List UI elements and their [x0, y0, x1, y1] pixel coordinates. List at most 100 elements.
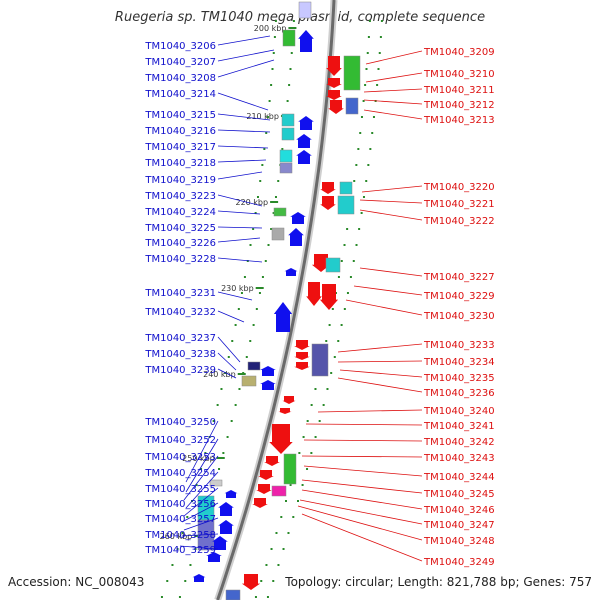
- lane-dot: [218, 468, 221, 470]
- lane-dot: [378, 52, 381, 54]
- lane-dot: [274, 20, 277, 22]
- lane-dot: [352, 260, 355, 262]
- lane-dot: [365, 180, 368, 182]
- lane-dot: [256, 196, 259, 198]
- leader-line-reverse: [353, 285, 423, 296]
- leader-line-forward: [185, 471, 219, 509]
- reverse-gene: [326, 90, 342, 100]
- topology-text: Topology: circular; Length: 821,788 bp; …: [285, 575, 592, 589]
- lane-dot: [310, 452, 313, 454]
- reverse-gene: [278, 408, 292, 414]
- lane-dot: [285, 500, 287, 502]
- lane-dot: [252, 228, 255, 230]
- gene-label-reverse: TM1040_3240: [423, 406, 495, 417]
- forward-gene: [218, 502, 234, 516]
- leader-line-forward: [217, 145, 269, 149]
- reverse-gene: [294, 352, 310, 360]
- gene-label-reverse: TM1040_3244: [423, 472, 495, 483]
- lane-dot: [249, 244, 252, 246]
- forward-gene: [212, 536, 228, 550]
- lane-dot: [265, 564, 268, 566]
- leader-line-reverse: [363, 99, 423, 105]
- gene-label-forward: TM1040_3253: [144, 452, 216, 463]
- reverse-gene: [294, 362, 310, 370]
- lane-dot: [263, 148, 266, 150]
- lane-dot: [318, 420, 321, 422]
- leader-line-reverse: [337, 377, 423, 393]
- reverse-gene: [320, 196, 336, 210]
- reverse-gene: [264, 456, 280, 466]
- lane-dot: [200, 468, 203, 470]
- lane-dot: [366, 52, 369, 54]
- lane-dot: [371, 132, 374, 134]
- forward-gene-block: [247, 361, 261, 371]
- leader-line-reverse: [301, 513, 423, 562]
- lane-dot: [337, 340, 340, 342]
- lane-dot: [238, 388, 241, 390]
- leader-line-forward: [217, 35, 271, 46]
- lane-dot: [292, 20, 295, 22]
- backbone-line: [216, 0, 336, 600]
- gene-label-reverse: TM1040_3248: [423, 536, 495, 547]
- gene-label-forward: TM1040_3215: [144, 110, 216, 121]
- lane-dot: [204, 452, 207, 454]
- lane-dot: [260, 580, 263, 582]
- leader-line-forward: [217, 159, 267, 163]
- gene-label-forward: TM1040_3237: [144, 333, 216, 344]
- gene-label-reverse: TM1040_3220: [423, 182, 495, 193]
- leader-line-forward: [185, 420, 219, 483]
- lane-dot: [376, 84, 379, 86]
- leader-line-reverse: [301, 455, 423, 458]
- tick-label: 210 kbp: [246, 112, 279, 121]
- leader-line-reverse: [365, 72, 423, 83]
- reverse-gene-block: [339, 181, 353, 195]
- gene-label-reverse: TM1040_3210: [423, 69, 495, 80]
- gene-label-forward: TM1040_3214: [144, 89, 216, 100]
- lane-dot: [216, 404, 219, 406]
- lane-dot: [273, 36, 276, 38]
- lane-dot: [337, 276, 340, 278]
- gene-label-forward: TM1040_3239: [144, 365, 216, 376]
- leader-line-forward: [217, 92, 269, 111]
- lane-dot: [355, 244, 358, 246]
- lane-dot: [292, 516, 295, 518]
- leader-line-reverse: [363, 109, 423, 120]
- leader-line-reverse: [337, 343, 423, 353]
- lane-dot: [362, 196, 365, 198]
- lane-dot: [365, 68, 368, 70]
- lane-dot: [254, 596, 257, 598]
- lane-dot: [289, 484, 292, 486]
- leader-line-reverse: [359, 199, 423, 204]
- forward-gene: [218, 520, 234, 534]
- lane-dot: [189, 564, 192, 566]
- lane-dot: [368, 20, 371, 22]
- gene-label-reverse: TM1040_3229: [423, 291, 495, 302]
- lane-dot: [267, 244, 270, 246]
- forward-gene-block: [279, 149, 293, 163]
- leader-line-forward: [217, 59, 275, 78]
- lane-dot: [282, 548, 285, 550]
- leader-line-forward: [217, 291, 253, 301]
- leader-line-reverse: [337, 360, 423, 363]
- lane-dot: [340, 260, 343, 262]
- lane-dot: [261, 276, 264, 278]
- reverse-gene-block: [283, 453, 297, 485]
- gene-label-forward: TM1040_3228: [144, 254, 216, 265]
- forward-gene-block: [273, 207, 287, 217]
- gene-label-forward: TM1040_3226: [144, 238, 216, 249]
- gene-label-reverse: TM1040_3209: [423, 47, 495, 58]
- leader-line-forward: [179, 545, 219, 550]
- reverse-gene: [269, 424, 293, 454]
- lane-dot: [362, 100, 365, 102]
- lane-dot: [272, 580, 275, 582]
- gene-label-forward: TM1040_3258: [144, 530, 216, 541]
- lane-dot: [355, 164, 358, 166]
- lane-dot: [272, 212, 275, 214]
- lane-dot: [252, 324, 255, 326]
- lane-dot: [289, 68, 292, 70]
- lane-dot: [254, 212, 257, 214]
- lane-dot: [261, 164, 264, 166]
- gene-label-reverse: TM1040_3227: [423, 272, 495, 283]
- leader-line-forward: [181, 502, 219, 523]
